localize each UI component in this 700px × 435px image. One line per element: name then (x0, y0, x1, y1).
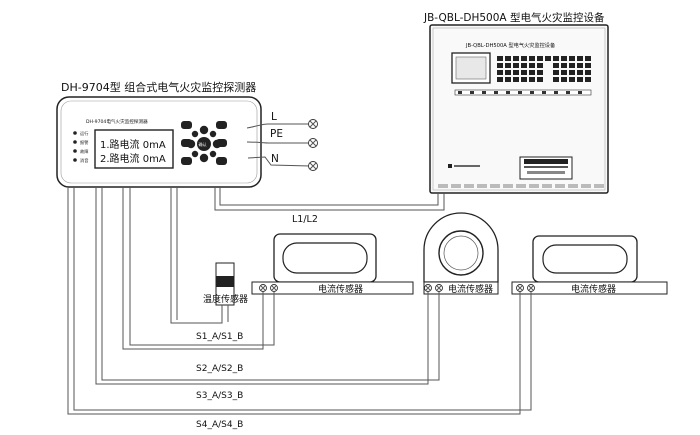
bus-s3-label: S3_A/S3_B (196, 391, 243, 401)
bus-s2: S2_A/S2_B (122, 187, 275, 374)
power-wiring: L PE N (246, 111, 318, 171)
detector-lcd-screen: 1.路电流 0mA 2.路电流 0mA (94, 129, 174, 169)
l1-l2-bus: L1/L2 (214, 187, 445, 225)
current-sensor-2: 电流传感器 (423, 212, 499, 295)
terminal-n (308, 161, 318, 171)
monitor-panel-label: JB-QBL-DH500A 型电气火灾监控设备 (465, 41, 556, 49)
indicator-label-3: 故障 (80, 148, 88, 155)
indicator-label-4: 消音 (80, 157, 88, 164)
monitor-keypad (454, 56, 592, 96)
detector-function-keys (181, 121, 227, 165)
current-sensor-1: 电流传感器 (251, 233, 414, 295)
label-n: N (271, 153, 279, 165)
keypad-center-label: 确认 (199, 141, 207, 147)
bus-s3: S3_A/S3_B (95, 187, 440, 401)
screen-line-1: 1.路电流 0mA (100, 138, 166, 151)
monitor-lcd-screen (451, 52, 491, 84)
bus-s1: S1_A/S1_B (170, 187, 243, 342)
current-sensor-1-label: 电流传感器 (318, 283, 363, 295)
screen-line-2: 2.路电流 0mA (100, 152, 166, 165)
indicator-label-2: 报警 (80, 139, 89, 146)
detector-panel-label: DH-9704电气火灾监控探测器 (86, 118, 148, 125)
bus-s1-label: S1_A/S1_B (196, 332, 243, 342)
indicator-label-1: 运行 (80, 130, 88, 137)
terminal-l (308, 119, 318, 129)
monitor-printer (519, 156, 573, 180)
detector-direction-pad: 确认 (186, 125, 222, 163)
monitor-unit: JB-QBL-DH500A 型电气火灾监控设备 (429, 24, 609, 194)
detector-status-indicators: 运行 报警 故障 消音 (73, 130, 89, 164)
monitor-brand-logo (448, 164, 480, 168)
temperature-sensor: 温度传感器 (203, 262, 248, 322)
detector-title: DH-9704型 组合式电气火灾监控探测器 (61, 80, 256, 94)
terminal-pe (308, 138, 318, 148)
bus-s4-label: S4_A/S4_B (196, 420, 243, 430)
label-pe: PE (270, 128, 283, 140)
bus-s2-label: S2_A/S2_B (196, 364, 243, 374)
bus-s4: S4_A/S4_B (67, 187, 532, 430)
label-l1-l2: L1/L2 (292, 214, 318, 225)
current-sensor-3: 电流传感器 (511, 235, 668, 295)
monitor-title: JB-QBL-DH500A 型电气火灾监控设备 (423, 11, 605, 24)
current-sensor-2-label: 电流传感器 (448, 283, 493, 295)
detector-unit: DH-9704电气火灾监控探测器 运行 报警 故障 消音 1.路电流 0mA 2… (56, 96, 262, 188)
temperature-sensor-label: 温度传感器 (203, 293, 248, 305)
monitor-vent-slots (438, 184, 604, 188)
label-l: L (271, 111, 277, 123)
current-sensor-3-label: 电流传感器 (571, 283, 616, 295)
